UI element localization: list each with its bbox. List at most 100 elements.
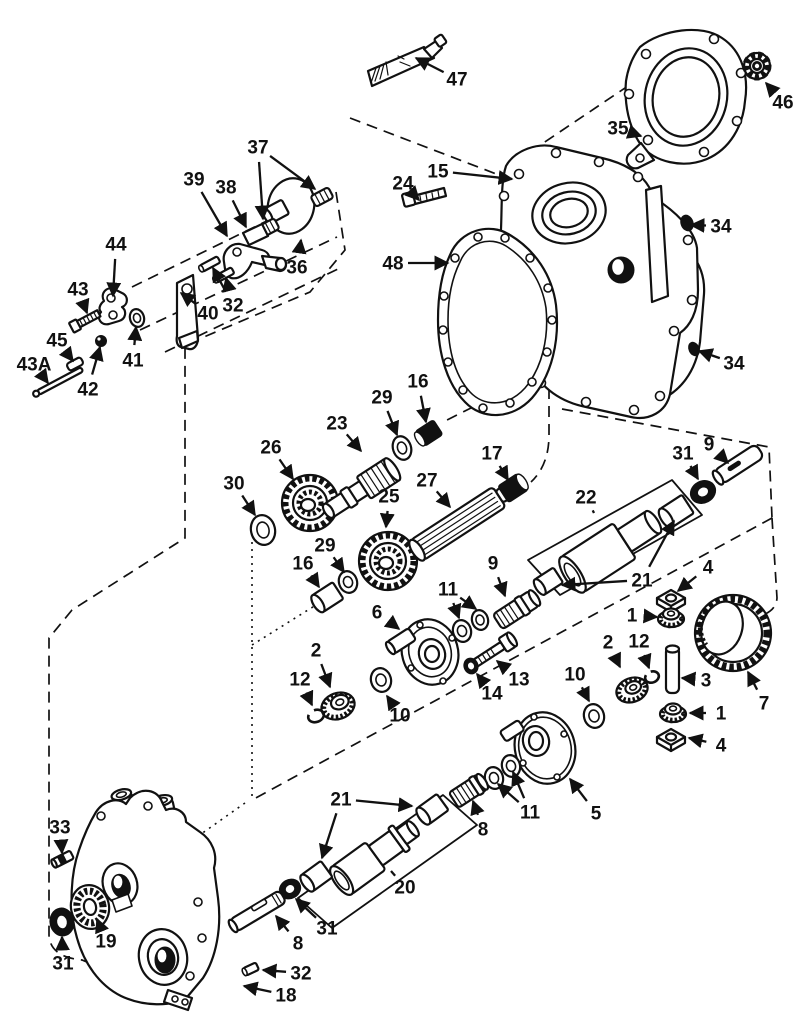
callout-label-12: 12 [628,632,649,653]
leader-line-29 [330,556,345,574]
part-48-gasket [436,227,559,417]
leader-line-4 [676,575,698,592]
leader-line-14 [476,672,492,690]
callout-label-46: 46 [772,93,793,114]
part-21-bushing-upper [415,793,449,826]
part-16-bushing-lower [310,581,344,614]
leader-line-20 [390,870,396,877]
callout-label-16: 16 [407,372,428,393]
part-4-key-lower [655,727,687,753]
callout-label-48: 48 [382,254,403,275]
part-37-knurled-pin-b [310,186,334,208]
leader-line-31 [294,897,317,919]
callout-label-4: 4 [716,736,727,757]
leader-line-2 [607,651,622,669]
callout-label-6: 6 [372,603,383,624]
callout-label-47: 47 [446,70,467,91]
leader-line-16 [305,571,320,589]
leader-line-37 [254,161,270,221]
part-13-bolt [470,631,519,669]
callout-label-21: 21 [631,571,653,592]
part-1-pinion-lower [658,702,688,724]
part-31-seal-mid [278,878,302,900]
part-8-input-shaft [227,890,286,934]
leader-line-5 [569,777,588,802]
leader-line-41 [127,325,143,346]
part-20-sleeve [329,820,420,896]
part-32-dowel-pin [241,961,260,977]
part-11-washer-a [451,619,473,643]
leader-line-38 [231,199,248,229]
part-34-plug-lower [688,341,700,357]
callout-label-27: 27 [416,471,437,492]
leader-line-13 [495,660,513,676]
callout-label-10: 10 [564,665,585,686]
group-box-20 [297,793,478,929]
callout-label-11: 11 [438,580,459,601]
leader-line-6 [383,614,401,630]
callout-label-31: 31 [672,444,694,465]
leader-line-11 [447,602,462,620]
callout-label-36: 36 [286,258,307,279]
leader-line-46 [765,81,781,99]
leader-line-21 [648,519,676,568]
part-10-washer-left [369,667,393,693]
group-box-22 [527,479,703,596]
leader-line-32 [261,963,287,979]
leader-line-10 [386,694,401,712]
part-2-bevel-gear-left [320,691,356,721]
part-29-washer-lower [337,570,359,594]
callout-label-24: 24 [392,174,414,195]
leader-line-2 [318,663,333,689]
callout-label-30: 30 [223,474,244,495]
callout-label-14: 14 [481,684,503,705]
callout-label-34: 34 [710,217,732,238]
callout-label-9: 9 [488,554,499,575]
callout-label-39: 39 [183,170,204,191]
part-18-gearbox-housing [70,788,221,1012]
part-21-bushing-lower [299,860,333,893]
leader-line-34 [689,217,707,233]
callout-label-20: 20 [394,878,415,899]
callout-label-3: 3 [701,671,712,692]
part-7-gear-large [693,593,773,673]
callout-label-25: 25 [378,487,400,508]
callout-label-8: 8 [293,934,304,955]
leader-line-23 [345,433,362,453]
callout-label-1: 1 [716,704,727,725]
part-32-pin-a [197,255,221,273]
callout-label-2: 2 [603,633,614,654]
leader-line-17 [494,464,509,482]
leader-line-11 [496,783,520,803]
callout-label-23: 23 [326,414,347,435]
leader-line-8 [275,914,291,933]
part-11-washer-b [470,609,490,631]
callout-label-43A: 43A [17,355,52,376]
leader-line-21 [560,576,628,592]
callout-label-32: 32 [222,296,243,317]
callout-label-38: 38 [215,178,236,199]
leader-line-1 [642,608,659,624]
callout-label-17: 17 [481,444,502,465]
part-10-washer-right [582,703,606,729]
callout-label-8: 8 [478,820,489,841]
leader-line-10 [576,685,591,703]
leader-line-45 [58,345,74,363]
leader-line-12 [637,652,652,670]
part-35-rear-cover-plate [623,28,748,170]
leader-line-37 [269,154,317,190]
callout-label-10: 10 [389,706,410,727]
part-33-stud [50,850,75,869]
leader-line-25 [379,510,395,529]
leader-line-4 [687,733,707,749]
part-46-pinion-gear [742,51,772,81]
callout-label-33: 33 [49,818,70,839]
leader-line-22 [591,509,596,514]
part-2-bevel-gear-right [615,676,649,704]
callout-label-31: 31 [316,919,338,940]
part-5-bearing-cover [499,711,577,785]
callout-label-32: 32 [290,964,311,985]
callout-label-15: 15 [427,162,449,183]
